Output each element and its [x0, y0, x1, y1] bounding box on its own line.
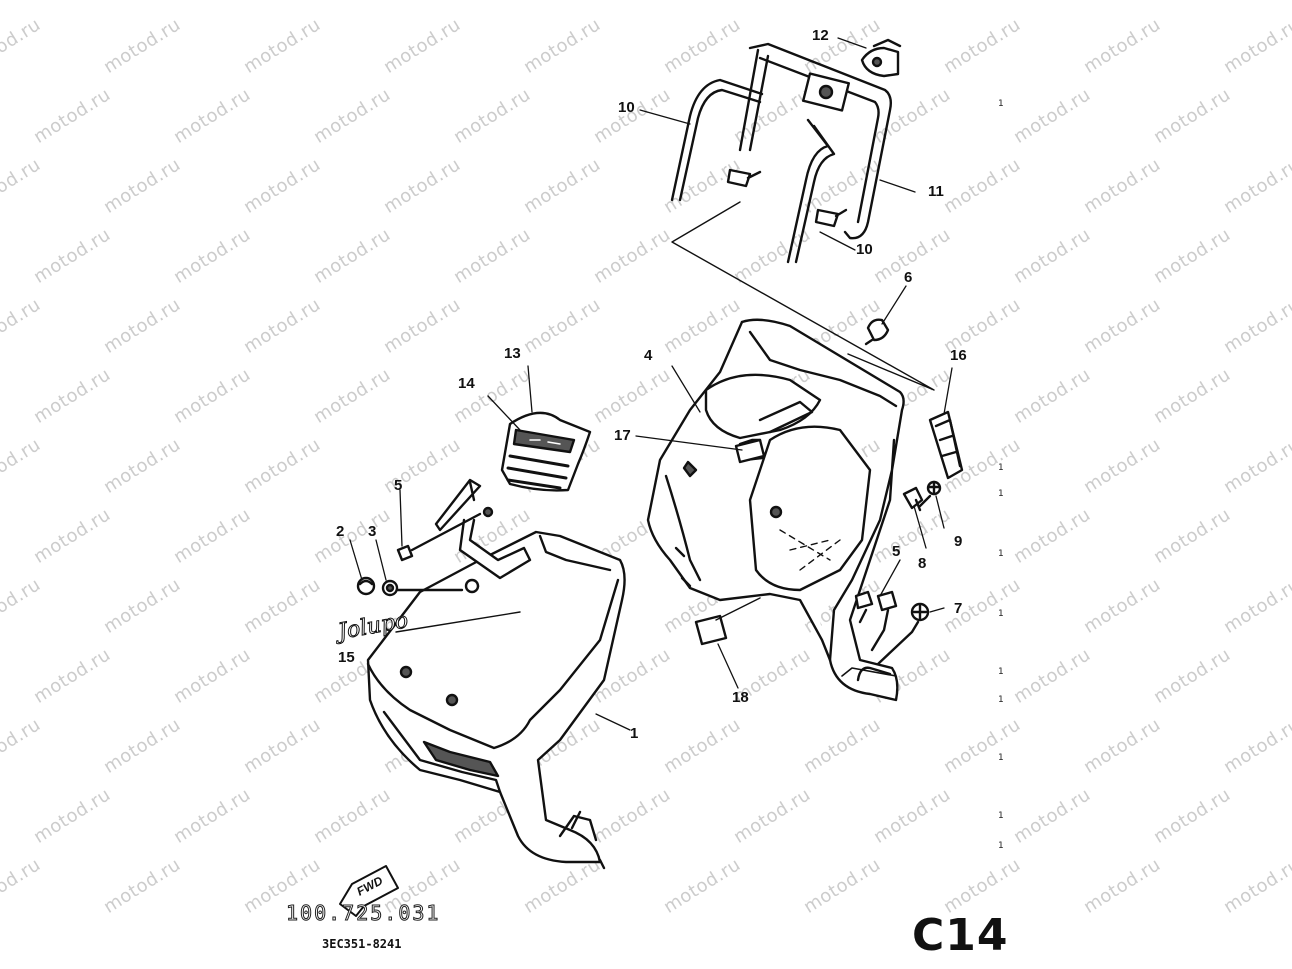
part-5-screw-left — [396, 506, 494, 562]
callout-part-15: 15 — [338, 649, 355, 666]
qty-mark: 1 — [998, 609, 1004, 619]
part-10-upper-rail — [670, 78, 764, 202]
callout-part-11: 11 — [928, 183, 944, 200]
qty-mark: 1 — [998, 811, 1004, 821]
part-9-screw — [918, 480, 942, 508]
catalog-code: 3EC351-8241 — [322, 937, 402, 951]
callout-part-12: 12 — [812, 27, 829, 44]
part-17-pad — [734, 438, 766, 464]
trim-rail-assembly — [670, 38, 935, 391]
callout-part-8: 8 — [918, 555, 927, 572]
part-6-grommet — [864, 318, 890, 346]
callout-part-10-upper: 10 — [618, 99, 635, 116]
callout-part-18: 18 — [732, 689, 749, 706]
callout-part-4: 4 — [644, 347, 653, 364]
callout-part-5-left: 5 — [394, 477, 403, 494]
page-code: C14 — [912, 910, 1009, 961]
part-5-screws-right — [854, 590, 898, 652]
qty-mark: 1 — [998, 549, 1004, 559]
qty-mark: 1 — [998, 463, 1004, 473]
part-11-frame-inner — [758, 56, 880, 224]
qty-mark: 1 — [998, 841, 1004, 851]
qty-mark: 1 — [998, 667, 1004, 677]
forward-arrow — [339, 865, 399, 917]
qty-mark: 1 — [998, 99, 1004, 109]
part-1-front-cover — [366, 478, 626, 870]
part-11-frame — [738, 42, 893, 240]
callout-part-7: 7 — [954, 600, 963, 617]
leader-lines — [349, 37, 953, 731]
qty-mark: 1 — [998, 753, 1004, 763]
part-18-pad — [694, 614, 728, 646]
part-8-nut — [902, 486, 924, 512]
part-12-clip — [860, 38, 902, 78]
part-4-leg-shield — [646, 318, 905, 702]
qty-mark: 1 — [998, 695, 1004, 705]
part-13-emblem — [500, 411, 592, 492]
rail-leader-box — [671, 201, 935, 391]
callout-part-2: 2 — [336, 523, 345, 540]
part-2-grommet — [356, 576, 376, 596]
part-7-bolt — [876, 602, 930, 666]
callout-part-10-lower: 10 — [856, 241, 873, 258]
callout-part-6: 6 — [904, 269, 913, 286]
callout-part-9: 9 — [954, 533, 963, 550]
callout-part-16: 16 — [950, 347, 967, 364]
callout-part-1: 1 — [630, 725, 639, 742]
callout-part-14: 14 — [458, 375, 475, 392]
callout-part-3: 3 — [368, 523, 377, 540]
print-code: 100.725.031 — [285, 901, 441, 925]
callout-part-17: 17 — [614, 427, 631, 444]
callout-part-5-right: 5 — [892, 543, 901, 560]
part-10-lower-rail — [786, 118, 836, 264]
qty-mark: 1 — [998, 489, 1004, 499]
part-16-bracket — [928, 410, 964, 480]
callout-part-13: 13 — [504, 345, 521, 362]
